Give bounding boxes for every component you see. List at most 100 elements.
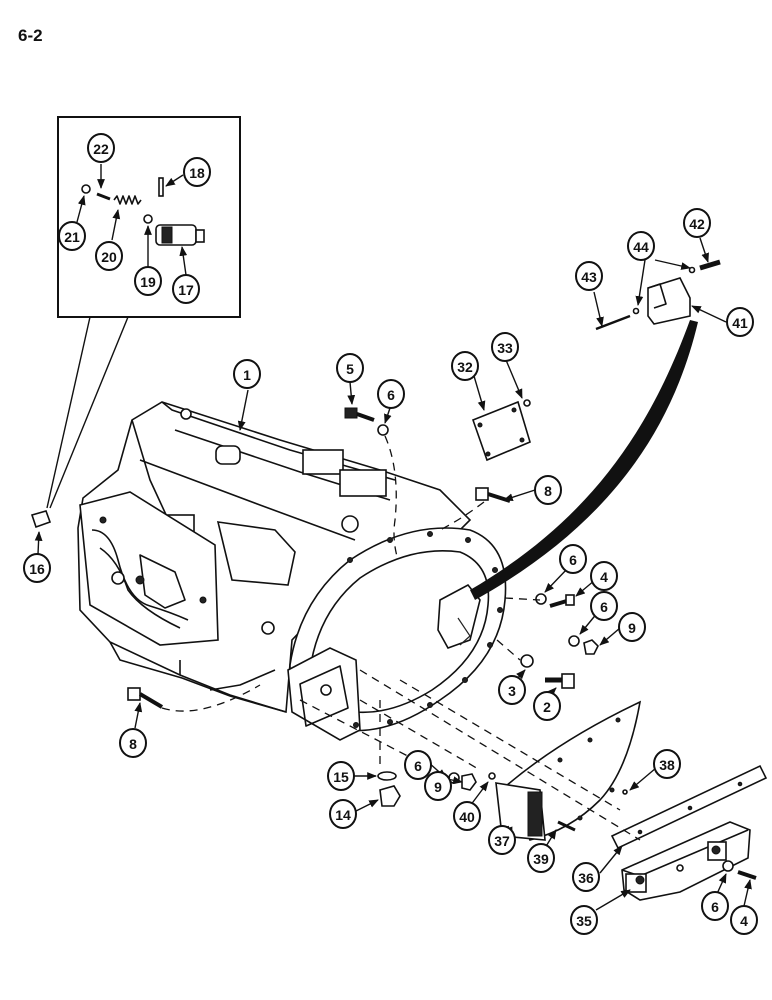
callout-circle	[618, 612, 646, 642]
callout-circle	[183, 157, 211, 187]
callout-35: 35	[570, 905, 598, 935]
callout-number: 41	[732, 315, 748, 331]
callout-5: 5	[336, 353, 364, 383]
callout-circle	[627, 231, 655, 261]
callout-circle	[491, 332, 519, 362]
bottom-cover-and-gasket	[610, 764, 768, 901]
inset-parts	[81, 177, 205, 246]
callout-4: 4	[730, 905, 758, 935]
callout-number: 6	[711, 899, 719, 915]
callout-number: 15	[333, 769, 349, 785]
callout-6: 6	[559, 544, 587, 574]
callout-circle	[730, 905, 758, 935]
callout-number: 8	[129, 736, 137, 752]
callout-number: 17	[178, 282, 194, 298]
callout-number: 5	[346, 361, 354, 377]
callout-circle	[404, 750, 432, 780]
callout-number: 40	[459, 809, 475, 825]
callout-number: 42	[689, 216, 705, 232]
callout-17: 17	[172, 274, 200, 304]
callout-circle	[233, 359, 261, 389]
callout-circle	[683, 208, 711, 238]
callout-43: 43	[575, 261, 603, 291]
callout-number: 22	[93, 141, 109, 157]
callout-4: 4	[590, 561, 618, 591]
callout-2: 2	[533, 691, 561, 721]
callout-32: 32	[451, 351, 479, 381]
callout-number: 9	[628, 620, 636, 636]
callout-number: 6	[387, 387, 395, 403]
callout-38: 38	[653, 749, 681, 779]
callout-circle	[453, 801, 481, 831]
callout-circle	[590, 591, 618, 621]
callout-21: 21	[58, 221, 86, 251]
callout-number: 33	[497, 340, 513, 356]
callout-number: 6	[600, 599, 608, 615]
callout-40: 40	[453, 801, 481, 831]
callout-circle	[336, 353, 364, 383]
callout-circle	[327, 761, 355, 791]
callout-number: 16	[29, 561, 45, 577]
callout-circle	[726, 307, 754, 337]
callout-18: 18	[183, 157, 211, 187]
callout-3: 3	[498, 675, 526, 705]
callout-41: 41	[726, 307, 754, 337]
callout-16: 16	[23, 553, 51, 583]
callout-15: 15	[327, 761, 355, 791]
callout-number: 2	[543, 699, 551, 715]
callout-number: 9	[434, 779, 442, 795]
callout-22: 22	[87, 133, 115, 163]
callout-9: 9	[618, 612, 646, 642]
callout-circle	[134, 266, 162, 296]
callout-number: 21	[64, 229, 80, 245]
callout-number: 1	[243, 367, 251, 383]
inspection-cover	[471, 400, 531, 462]
callout-circle	[329, 799, 357, 829]
callout-39: 39	[527, 843, 555, 873]
callout-circle	[498, 675, 526, 705]
callout-6: 6	[404, 750, 432, 780]
fasteners	[30, 399, 757, 880]
callout-36: 36	[572, 862, 600, 892]
callout-circle	[572, 862, 600, 892]
callout-circle	[488, 825, 516, 855]
callout-42: 42	[683, 208, 711, 238]
callout-number: 8	[544, 483, 552, 499]
callout-1: 1	[233, 359, 261, 389]
callout-circle	[58, 221, 86, 251]
callout-6: 6	[701, 891, 729, 921]
callout-number: 4	[600, 569, 608, 585]
callout-6: 6	[377, 379, 405, 409]
page-number: 6-2	[18, 26, 43, 45]
callout-19: 19	[134, 266, 162, 296]
upper-right-parts	[595, 259, 721, 331]
callout-20: 20	[95, 241, 123, 271]
callout-number: 20	[101, 249, 117, 265]
callout-circle	[424, 771, 452, 801]
callout-8: 8	[534, 475, 562, 505]
callout-circle	[534, 475, 562, 505]
callout-circle	[172, 274, 200, 304]
callout-number: 44	[633, 239, 649, 255]
callout-number: 32	[457, 359, 473, 375]
callout-number: 38	[659, 757, 675, 773]
callout-number: 35	[576, 913, 592, 929]
cover-plate	[495, 700, 642, 841]
callout-circle	[23, 553, 51, 583]
callout-number: 19	[140, 274, 156, 290]
callout-circle	[701, 891, 729, 921]
callout-number: 43	[581, 269, 597, 285]
callout-number: 39	[533, 851, 549, 867]
callout-circle	[533, 691, 561, 721]
callout-circle	[527, 843, 555, 873]
callout-number: 37	[494, 833, 510, 849]
callout-circle	[590, 561, 618, 591]
callout-circle	[377, 379, 405, 409]
callout-number: 6	[569, 552, 577, 568]
callout-number: 18	[189, 165, 205, 181]
callout-circle	[575, 261, 603, 291]
callout-number: 14	[335, 807, 351, 823]
callout-number: 4	[740, 913, 748, 929]
callout-9: 9	[424, 771, 452, 801]
